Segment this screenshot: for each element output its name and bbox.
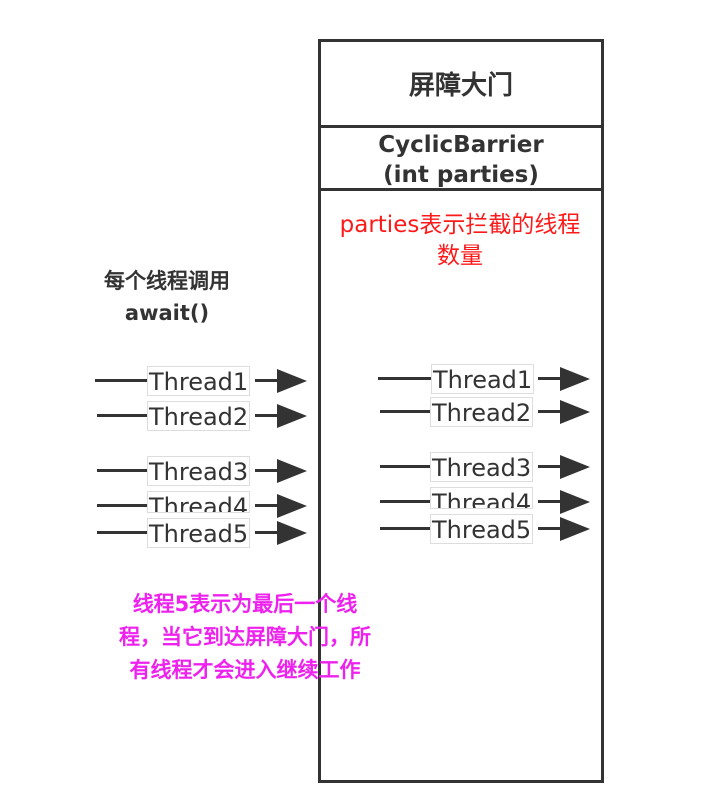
thread-line: [255, 531, 279, 534]
thread-label: Thread4: [147, 491, 251, 513]
outside-thread-row: Thread3: [97, 456, 317, 486]
thread-line: [255, 379, 279, 382]
await-note-line1: 每个线程调用: [104, 269, 230, 293]
thread-line: [255, 504, 279, 507]
arrow-icon: [560, 517, 590, 541]
thread-label: Thread4: [430, 487, 534, 509]
arrow-icon: [560, 455, 590, 479]
await-note: 每个线程调用 await(): [72, 265, 262, 329]
thread-line: [97, 469, 153, 472]
thread-line: [538, 527, 562, 530]
thread-line: [538, 377, 562, 380]
outside-thread-row: Thread4: [97, 491, 317, 521]
last-thread-note-line3: 有线程才会进入继续工作: [129, 658, 361, 682]
thread-label: Thread3: [147, 456, 251, 486]
inside-thread-row: Thread5: [380, 514, 600, 544]
last-thread-note-line2: 程，当它到达屏障大门，所: [119, 625, 371, 649]
thread-label: Thread1: [431, 364, 535, 394]
parties-note: parties表示拦截的线程数量: [339, 212, 581, 269]
thread-label: Thread2: [147, 401, 251, 431]
outside-thread-row: Thread1: [95, 366, 315, 396]
barrier-title: 屏障大门: [408, 71, 513, 101]
constructor-divider: [318, 188, 604, 191]
thread-line: [378, 377, 438, 380]
thread-line: [538, 500, 562, 503]
thread-line: [255, 414, 279, 417]
thread-line: [97, 504, 153, 507]
last-thread-note-line1: 线程5表示为最后一个线: [132, 592, 358, 616]
thread-label: Thread2: [430, 397, 534, 427]
arrow-icon: [560, 367, 590, 391]
thread-line: [380, 527, 436, 530]
arrow-icon: [277, 369, 307, 393]
thread-line: [380, 410, 436, 413]
constructor-label: CyclicBarrier (int parties): [318, 130, 604, 190]
thread-label: Thread5: [430, 514, 534, 544]
thread-line: [97, 414, 153, 417]
barrier-box: [318, 39, 604, 783]
outside-thread-row: Thread2: [97, 401, 317, 431]
thread-label: Thread3: [430, 452, 534, 482]
constructor-line1: CyclicBarrier: [378, 132, 544, 158]
arrow-icon: [560, 490, 590, 514]
await-note-line2: await(): [124, 301, 210, 325]
thread-label: Thread1: [147, 366, 251, 396]
inside-thread-row: Thread1: [378, 364, 598, 394]
inside-thread-row: Thread3: [380, 452, 600, 482]
inside-thread-row: Thread2: [380, 397, 600, 427]
thread-line: [97, 531, 153, 534]
thread-line: [538, 410, 562, 413]
constructor-line2: (int parties): [383, 162, 539, 188]
arrow-icon: [277, 459, 307, 483]
thread-line: [95, 379, 155, 382]
arrow-icon: [277, 494, 307, 518]
thread-line: [255, 469, 279, 472]
inside-thread-row: Thread4: [380, 487, 600, 517]
arrow-icon: [277, 404, 307, 428]
thread-line: [538, 465, 562, 468]
arrow-icon: [560, 400, 590, 424]
outside-thread-row: Thread5: [97, 518, 317, 548]
thread-line: [380, 465, 436, 468]
title-divider: [318, 125, 604, 128]
last-thread-note: 线程5表示为最后一个线 程，当它到达屏障大门，所 有线程才会进入继续工作: [70, 588, 420, 687]
thread-label: Thread5: [147, 518, 251, 548]
arrow-icon: [277, 521, 307, 545]
thread-line: [380, 500, 436, 503]
